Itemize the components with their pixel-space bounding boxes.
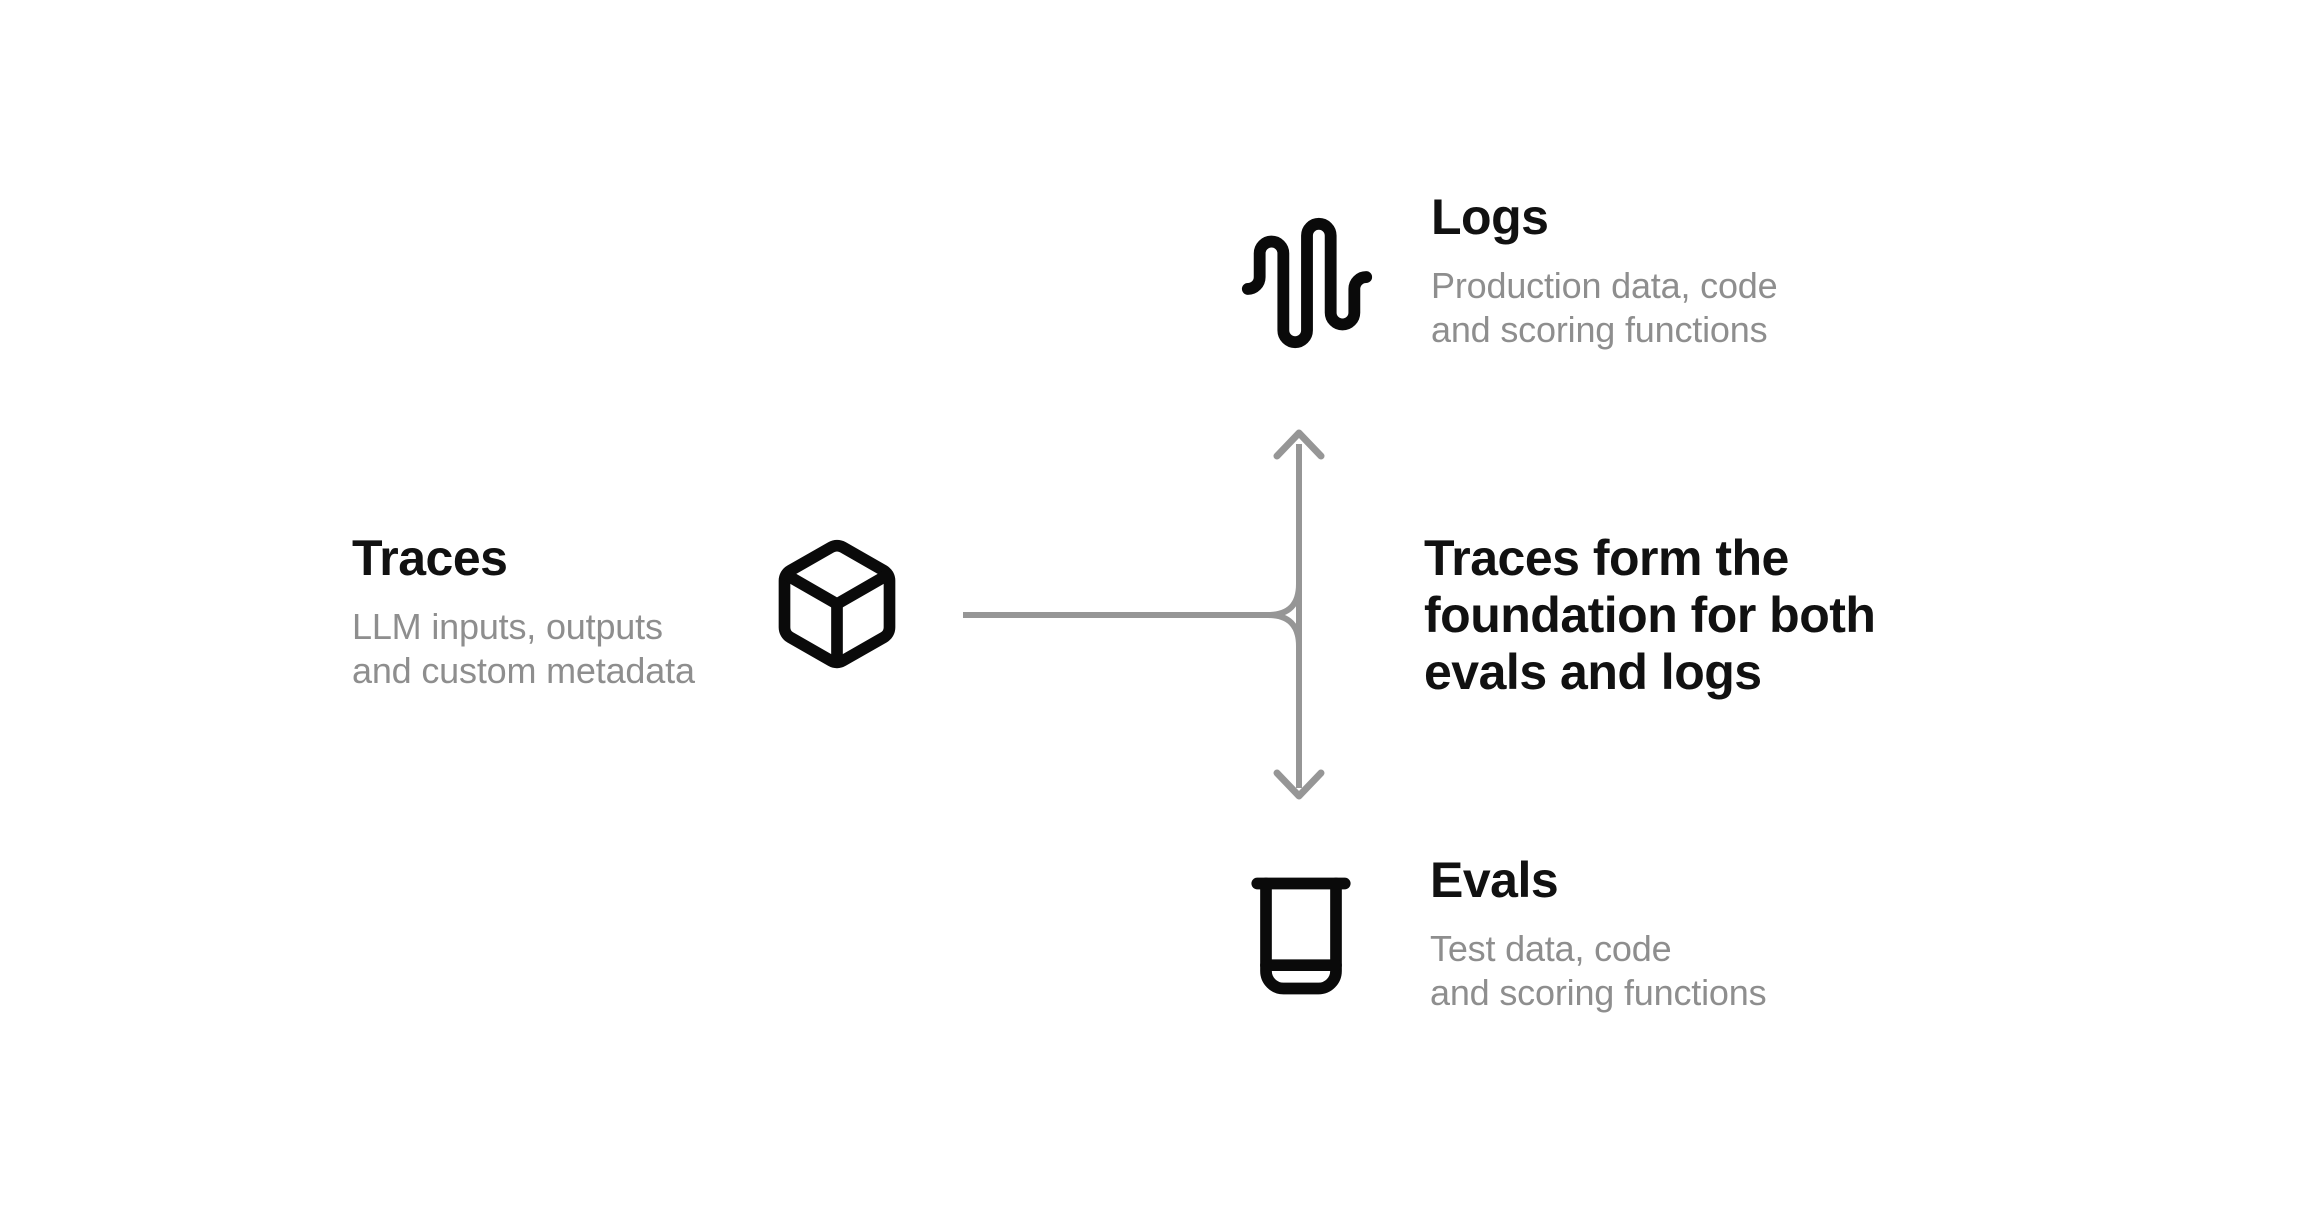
node-evals: Evals Test data, code and scoring functi… — [1430, 852, 1767, 1015]
logs-title: Logs — [1431, 189, 1549, 245]
logs-subtitle-line1: Production data, code — [1431, 265, 1778, 306]
evals-subtitle-line2: and scoring functions — [1430, 972, 1767, 1013]
fork-curve-up — [1265, 581, 1302, 618]
fork-curve-down — [1265, 612, 1302, 649]
evals-subtitle: Test data, code and scoring functions — [1430, 927, 1767, 1015]
annotation-line3: evals and logs — [1424, 644, 1762, 700]
logs-subtitle: Production data, code and scoring functi… — [1431, 264, 1778, 352]
traces-subtitle-line2: and custom metadata — [352, 650, 695, 691]
audio-waveform-icon — [1241, 218, 1373, 348]
beaker-icon — [1251, 877, 1351, 995]
arrowhead-up-icon — [1273, 429, 1325, 460]
logs-subtitle-line2: and scoring functions — [1431, 309, 1768, 350]
traces-subtitle-line1: LLM inputs, outputs — [352, 606, 663, 647]
annotation-text: Traces form the foundation for both eval… — [1424, 530, 1876, 701]
annotation-line1: Traces form the — [1424, 530, 1789, 586]
node-logs: Logs Production data, code and scoring f… — [1431, 189, 1778, 352]
evals-subtitle-line1: Test data, code — [1430, 928, 1672, 969]
annotation-line2: foundation for both — [1424, 587, 1876, 643]
evals-title: Evals — [1430, 852, 1559, 908]
traces-subtitle: LLM inputs, outputs and custom metadata — [352, 605, 695, 693]
node-traces: Traces LLM inputs, outputs and custom me… — [352, 533, 695, 693]
traces-title: Traces — [352, 530, 508, 586]
cube-icon — [778, 539, 896, 669]
arrowhead-down-icon — [1273, 769, 1325, 800]
